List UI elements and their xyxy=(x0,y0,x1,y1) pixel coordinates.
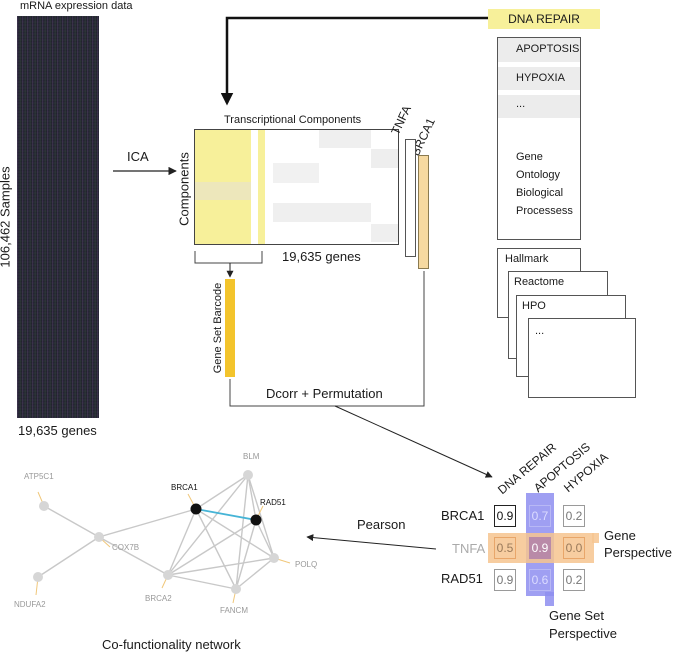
matrix-cell: 0.2 xyxy=(563,505,585,527)
matrix-cell: 0.2 xyxy=(563,569,585,591)
go-description-line: Processess xyxy=(516,205,573,217)
node-label-blm: BLM xyxy=(243,452,260,461)
node-label-atp5c1: ATP5C1 xyxy=(24,472,54,481)
matrix-row-brca1: BRCA1 xyxy=(441,508,485,523)
matrix-cell: 0.9 xyxy=(494,569,516,591)
collection-label-hpo: HPO xyxy=(522,300,546,312)
node-label-brca1: BRCA1 xyxy=(171,483,198,492)
tnfa-label: TNFA xyxy=(388,103,414,137)
network-title: Co-functionality network xyxy=(102,637,241,652)
components-title: Transcriptional Components xyxy=(224,114,362,126)
ica-label: ICA xyxy=(127,149,149,164)
barcode-label: Gene Set Barcode xyxy=(212,282,224,374)
collection-card-more xyxy=(528,318,636,398)
network-node xyxy=(243,470,253,480)
expression-genes-label: 19,635 genes xyxy=(18,423,97,438)
node-label-ndufa2: NDUFA2 xyxy=(14,600,46,609)
expression-title: mRNA expression data xyxy=(20,0,133,12)
network-node xyxy=(163,570,173,580)
gene-perspective-line: Perspective xyxy=(604,545,672,560)
go-item-ellipsis: ... xyxy=(516,98,526,110)
to-matrix-arrow xyxy=(334,405,493,478)
components-row-label: Components xyxy=(176,152,192,226)
brca1-bar xyxy=(418,155,429,269)
components-bracket xyxy=(194,251,263,264)
node-label-brca2: BRCA2 xyxy=(145,594,172,603)
collection-label-reactome: Reactome xyxy=(514,276,565,288)
network-node xyxy=(33,572,43,582)
gene-set-perspective-line: Perspective xyxy=(549,626,617,641)
network-node-brca1 xyxy=(190,503,202,515)
brca1-rad51-edge xyxy=(195,508,257,521)
go-description-line: Ontology xyxy=(516,169,561,181)
network-node xyxy=(231,584,241,594)
matrix-cell: 0.5 xyxy=(494,537,516,559)
components-genes-label: 19,635 genes xyxy=(282,249,361,264)
go-description-line: Biological xyxy=(516,187,564,199)
matrix-cell: 0.7 xyxy=(529,505,551,527)
components-matrix xyxy=(194,129,399,245)
go-item-hypoxia: HYPOXIA xyxy=(516,72,565,84)
tnfa-bar xyxy=(405,139,416,257)
collection-label-more: ... xyxy=(535,325,545,337)
pearson-arrow xyxy=(306,534,437,550)
node-label-fancm: FANCM xyxy=(220,606,248,615)
matrix-row-rad51: RAD51 xyxy=(441,571,483,586)
go-description-line: Gene xyxy=(516,151,543,163)
matrix-cell: 0.9 xyxy=(529,537,551,559)
pearson-label: Pearson xyxy=(357,517,406,532)
expression-heatmap xyxy=(17,16,99,418)
highlight-thin-column xyxy=(258,130,265,244)
matrix-cell: 0.9 xyxy=(494,505,516,527)
dna-repair-arrow xyxy=(220,16,488,106)
go-item-apoptosis: APOPTOSIS xyxy=(516,43,580,55)
collection-label-hallmark: Hallmark xyxy=(505,253,549,265)
network-node-rad51 xyxy=(250,514,262,526)
dcorr-label: Dcorr + Permutation xyxy=(266,386,383,401)
gene-set-barcode xyxy=(225,279,235,377)
network-node xyxy=(269,553,279,563)
matrix-row-tnfa: TNFA xyxy=(452,541,486,556)
samples-label: 106,462 Samples xyxy=(0,166,13,268)
node-label-cox7b: COX7B xyxy=(112,543,140,552)
node-label-polq: POLQ xyxy=(295,560,318,569)
gene-set-perspective-line: Gene Set xyxy=(549,608,604,623)
gene-perspective-line: Gene xyxy=(604,528,636,543)
dna-repair-tag: DNA REPAIR xyxy=(488,9,600,29)
matrix-cell: 0.6 xyxy=(529,569,551,591)
matrix-cell: 0.0 xyxy=(563,537,585,559)
network-node xyxy=(94,532,104,542)
node-label-rad51: RAD51 xyxy=(260,498,286,507)
network-node xyxy=(39,501,49,511)
